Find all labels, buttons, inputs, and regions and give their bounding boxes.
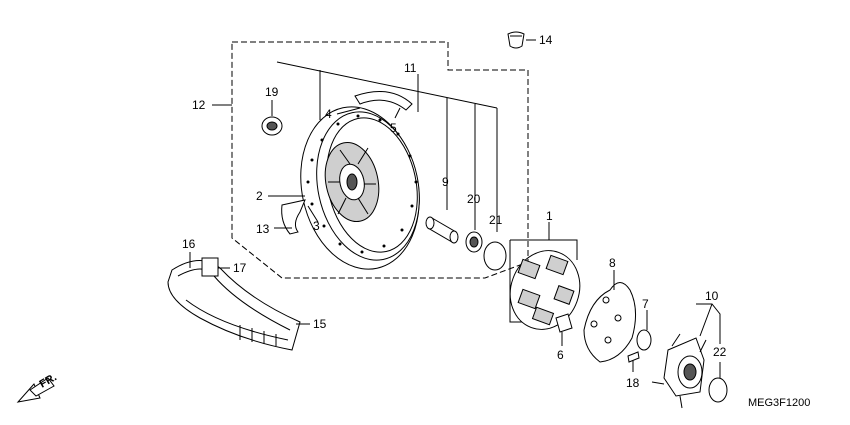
callout-4: 4 (325, 107, 332, 121)
callout-20: 20 (467, 192, 481, 206)
collar-6 (555, 313, 573, 333)
callout-5: 5 (390, 121, 397, 135)
callout-9: 9 (442, 175, 449, 189)
flange-plate-8 (583, 282, 636, 363)
front-direction-label: FR. (38, 371, 59, 390)
washer-7 (636, 329, 652, 351)
leader-10 (696, 303, 721, 344)
callout-3: 3 (313, 219, 320, 233)
rear-wheel (300, 106, 420, 270)
o-ring-21 (483, 241, 507, 271)
callout-18: 18 (626, 376, 640, 390)
callout-10: 10 (705, 289, 719, 303)
balance-weight-top (354, 91, 413, 111)
bracket-1 (509, 239, 578, 323)
callout-12: 12 (192, 98, 206, 112)
driven-flange-10 (651, 333, 707, 409)
callout-19: 19 (265, 85, 279, 99)
collar-9 (425, 216, 459, 244)
callout-17: 17 (233, 261, 247, 275)
bearing-20 (465, 231, 483, 253)
damper-rubbers-1 (509, 250, 581, 330)
callout-11: 11 (404, 61, 417, 75)
callout-6: 6 (557, 348, 564, 362)
valve-cap-14 (507, 31, 525, 49)
rim-holes (306, 114, 418, 254)
leaders-weights (268, 107, 401, 229)
callout-8: 8 (609, 256, 616, 270)
callout-7: 7 (642, 297, 649, 311)
callout-14: 14 (539, 33, 553, 47)
callout-15: 15 (313, 317, 327, 331)
callout-1: 1 (546, 209, 553, 223)
clip-17 (201, 257, 219, 277)
callout-2: 2 (256, 189, 263, 203)
callout-16: 16 (182, 237, 196, 251)
balance-weight-bottom (281, 199, 306, 235)
callout-21: 21 (489, 213, 503, 227)
front-direction-arrow-icon (16, 377, 55, 403)
bearing-19 (261, 116, 283, 136)
leader-group-11 (276, 61, 498, 232)
callout-22: 22 (713, 345, 727, 359)
bolt-18 (627, 351, 640, 372)
o-ring-22 (708, 377, 728, 403)
diagram-code: MEG3F1200 (748, 397, 810, 409)
callout-13: 13 (256, 222, 270, 236)
